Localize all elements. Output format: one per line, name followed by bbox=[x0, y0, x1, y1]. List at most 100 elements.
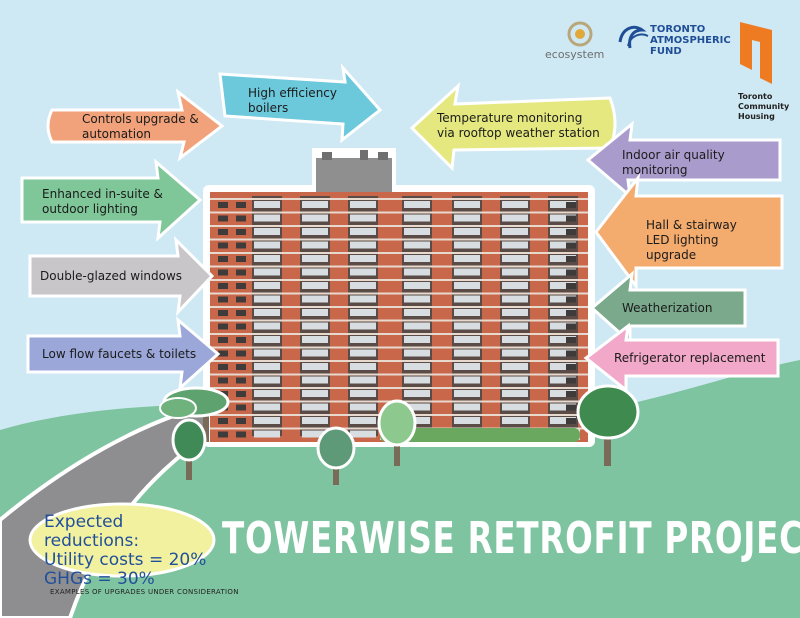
arrow-controls bbox=[46, 88, 225, 162]
balcony-railing bbox=[302, 390, 328, 397]
window bbox=[236, 215, 246, 222]
balcony-railing bbox=[454, 322, 480, 330]
window bbox=[218, 418, 228, 424]
balcony-railing bbox=[404, 417, 430, 424]
balcony-railing bbox=[404, 349, 430, 357]
window bbox=[566, 215, 576, 222]
floor-line bbox=[210, 211, 588, 214]
footnote: EXAMPLES OF UPGRADES UNDER CONSIDERATION bbox=[50, 588, 239, 596]
balcony-railing bbox=[550, 214, 576, 222]
reductions-heading: Expected reductions: bbox=[44, 512, 140, 551]
balcony-railing bbox=[454, 417, 480, 424]
balcony-railing bbox=[502, 403, 528, 411]
arrow-air-quality-label: Indoor air quality monitoring bbox=[622, 148, 725, 178]
window bbox=[218, 337, 228, 343]
window bbox=[566, 418, 576, 424]
floor-line bbox=[210, 346, 588, 349]
floor-line bbox=[210, 198, 588, 200]
balcony-railing bbox=[254, 228, 280, 235]
balcony-railing bbox=[550, 241, 576, 249]
window bbox=[236, 404, 246, 411]
window bbox=[218, 377, 228, 384]
balcony-railing bbox=[302, 295, 328, 303]
balcony-railing bbox=[404, 255, 430, 262]
arrow-windows bbox=[28, 235, 215, 317]
tree bbox=[171, 418, 207, 480]
window bbox=[236, 269, 246, 276]
reductions-ghg: GHGs = 30% bbox=[44, 569, 155, 589]
balcony-railing bbox=[404, 268, 430, 276]
balcony-railing bbox=[502, 349, 528, 357]
balcony-railing bbox=[502, 268, 528, 276]
window bbox=[236, 229, 246, 235]
arrow-controls-label: Controls upgrade & automation bbox=[82, 112, 199, 142]
balcony-railing bbox=[254, 349, 280, 357]
window bbox=[236, 310, 246, 316]
balcony-railing bbox=[350, 282, 376, 289]
taf-logo-text-line2: ATMOSPHERIC bbox=[650, 35, 731, 46]
balcony-railing bbox=[302, 430, 328, 438]
window bbox=[236, 431, 246, 438]
taf-logo bbox=[618, 25, 649, 49]
arrow-lighting-label: Enhanced in-suite & outdoor lighting bbox=[42, 187, 163, 217]
balcony-railing bbox=[550, 403, 576, 411]
balcony-railing bbox=[454, 390, 480, 397]
window bbox=[218, 202, 228, 208]
window bbox=[218, 323, 228, 330]
balcony-railing bbox=[550, 390, 576, 397]
arrow-faucets-label: Low flow faucets & toilets bbox=[42, 347, 196, 362]
balcony-railing bbox=[502, 309, 528, 316]
window bbox=[566, 202, 576, 208]
balcony-railing bbox=[350, 214, 376, 222]
tree bbox=[159, 386, 230, 442]
tree bbox=[316, 426, 356, 485]
balcony-railing bbox=[350, 241, 376, 249]
balcony-railing bbox=[404, 390, 430, 397]
window bbox=[566, 377, 576, 384]
project-title: TOWERWISE RETROFIT PROJECT bbox=[222, 513, 800, 564]
window bbox=[218, 310, 228, 316]
balcony-railing bbox=[550, 255, 576, 262]
window bbox=[566, 296, 576, 303]
balcony-railing bbox=[502, 390, 528, 397]
floor-line bbox=[210, 333, 588, 335]
balcony-railing bbox=[302, 282, 328, 289]
balcony-railing bbox=[454, 363, 480, 370]
label-line: Hall & stairway bbox=[646, 218, 737, 232]
floor-line bbox=[210, 387, 588, 389]
balcony-railing bbox=[302, 201, 328, 208]
floor-line bbox=[210, 265, 588, 268]
label-line: Temperature monitoring bbox=[437, 111, 583, 125]
window bbox=[236, 202, 246, 208]
window bbox=[236, 418, 246, 424]
window bbox=[566, 404, 576, 411]
taf-logo-text-line1: TORONTO bbox=[650, 24, 706, 35]
balcony-railing bbox=[454, 268, 480, 276]
balcony-railing bbox=[254, 417, 280, 424]
window bbox=[236, 391, 246, 397]
arrow-faucets bbox=[26, 316, 221, 392]
balcony-railing bbox=[454, 295, 480, 303]
tch-logo-text-line3: Housing bbox=[738, 112, 775, 121]
balcony-railing bbox=[302, 214, 328, 222]
balcony-railing bbox=[254, 390, 280, 397]
balcony-railing bbox=[254, 255, 280, 262]
window bbox=[566, 323, 576, 330]
tch-logo-text-line2: Community bbox=[738, 102, 790, 111]
floor-line bbox=[210, 292, 588, 295]
reductions-utility: Utility costs = 20% bbox=[44, 550, 207, 570]
balcony-railing bbox=[502, 282, 528, 289]
window bbox=[566, 337, 576, 343]
balcony-railing bbox=[350, 417, 376, 424]
floor-line bbox=[210, 238, 588, 241]
balcony-railing bbox=[550, 349, 576, 357]
arrow-refrigerator bbox=[583, 322, 780, 394]
balcony-railing bbox=[502, 201, 528, 208]
balcony-railing bbox=[254, 403, 280, 411]
balcony-railing bbox=[350, 430, 376, 438]
label-line: Weatherization bbox=[622, 301, 713, 315]
window bbox=[566, 229, 576, 235]
balcony-railing bbox=[502, 241, 528, 249]
label-line: High efficiency bbox=[248, 86, 337, 100]
label-line: upgrade bbox=[646, 248, 697, 262]
